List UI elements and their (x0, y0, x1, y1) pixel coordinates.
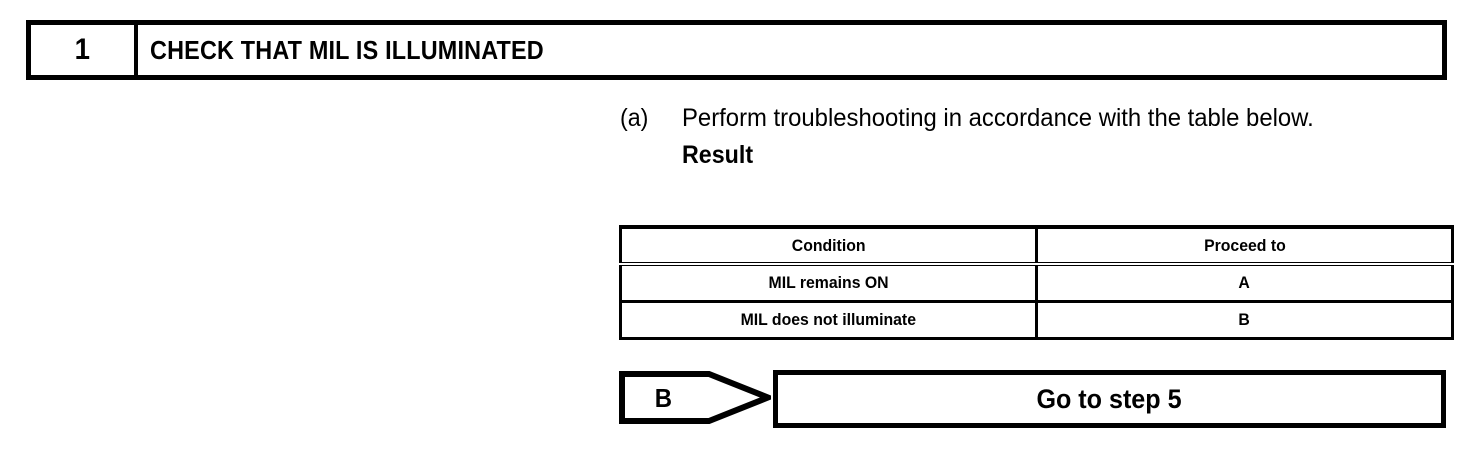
instruction-block: (a) Perform troubleshooting in accordanc… (620, 101, 1450, 172)
cell-proceed-to-label: B (1238, 310, 1251, 329)
step-number: 1 (74, 33, 91, 66)
result-table-body: MIL remains ON A MIL does not illuminate… (619, 262, 1454, 340)
step-number-cell: 1 (31, 25, 138, 75)
result-table: Condition Proceed to MIL remains ON A (619, 225, 1454, 340)
step-header-bar: 1 CHECK THAT MIL IS ILLUMINATED (26, 20, 1447, 80)
column-header-proceed-to-label: Proceed to (1203, 236, 1286, 255)
instruction-marker: (a) (620, 104, 649, 132)
table-row: MIL remains ON A (619, 262, 1454, 303)
cell-proceed-to: B (1035, 300, 1454, 340)
cell-condition: MIL does not illuminate (619, 300, 1038, 340)
arrow-pentagon-icon (619, 371, 771, 424)
column-header-condition-label: Condition (791, 236, 866, 255)
instruction-row: (a) Perform troubleshooting in accordanc… (620, 101, 1450, 172)
result-table-wrapper: Condition Proceed to MIL remains ON A (619, 225, 1454, 340)
cell-condition-label: MIL remains ON (768, 273, 889, 292)
instruction-text: Perform troubleshooting in accordance wi… (682, 104, 1314, 132)
goto-step-text: Go to step 5 (1036, 383, 1183, 414)
result-label: Result (682, 141, 754, 169)
column-header-condition: Condition (619, 225, 1038, 266)
column-header-proceed-to: Proceed to (1035, 225, 1454, 266)
flow-tag-letter: B (654, 382, 672, 413)
flow-tag-arrow (619, 371, 771, 424)
flow-goto-row: B Go to step 5 (619, 370, 1446, 428)
cell-condition: MIL remains ON (619, 262, 1038, 303)
table-row: MIL does not illuminate B (619, 300, 1454, 340)
cell-condition-label: MIL does not illuminate (740, 310, 917, 329)
result-table-head: Condition Proceed to (619, 225, 1454, 266)
cell-proceed-to: A (1035, 262, 1454, 303)
flow-tag-label: B (619, 371, 707, 424)
step-title-cell: CHECK THAT MIL IS ILLUMINATED (138, 25, 1442, 75)
instruction-body: Perform troubleshooting in accordance wi… (682, 101, 1450, 172)
cell-proceed-to-label: A (1238, 273, 1251, 292)
goto-step-box[interactable]: Go to step 5 (773, 370, 1446, 428)
step-title: CHECK THAT MIL IS ILLUMINATED (150, 35, 544, 65)
table-header-row: Condition Proceed to (619, 225, 1454, 266)
